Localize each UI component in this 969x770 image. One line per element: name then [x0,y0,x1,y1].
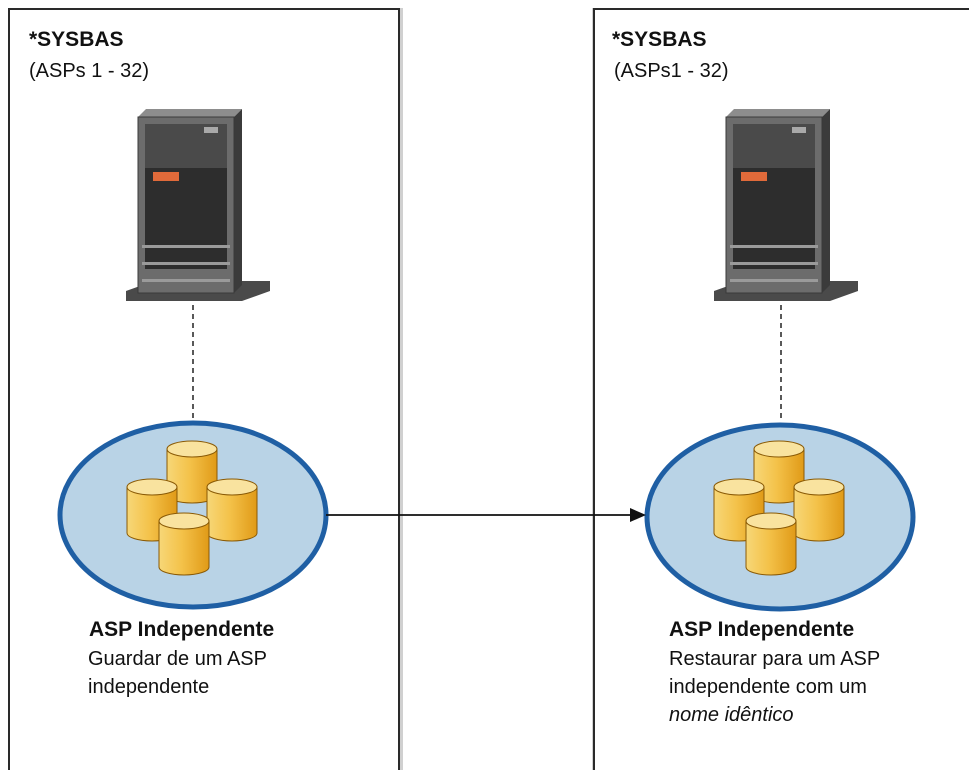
right-asp-desc-line3: nome idêntico [669,704,794,726]
right-server-icon [713,108,858,301]
right-asp-desc-line2: independente com um [669,676,867,698]
right-disk-pool-icon [644,422,916,612]
arrow-icon [326,508,646,522]
left-asp-desc-line2: independente [88,676,210,698]
right-asp-title: ASP Independente [669,618,855,641]
left-system-title: *SYSBAS [29,28,124,51]
left-disk-pool-icon [57,420,329,610]
left-server-icon [125,108,270,301]
right-system-title: *SYSBAS [612,28,707,51]
diagram-graphics [57,108,916,612]
right-system-subtitle: (ASPs1 - 32) [614,60,729,82]
left-asp-desc-line1: Guardar de um ASP [88,648,267,670]
right-system-panel [593,8,969,770]
left-asp-title: ASP Independente [89,618,275,641]
left-system-panel [8,8,400,770]
left-system-subtitle: (ASPs 1 - 32) [29,60,150,82]
right-asp-desc-line1: Restaurar para um ASP [669,648,881,670]
